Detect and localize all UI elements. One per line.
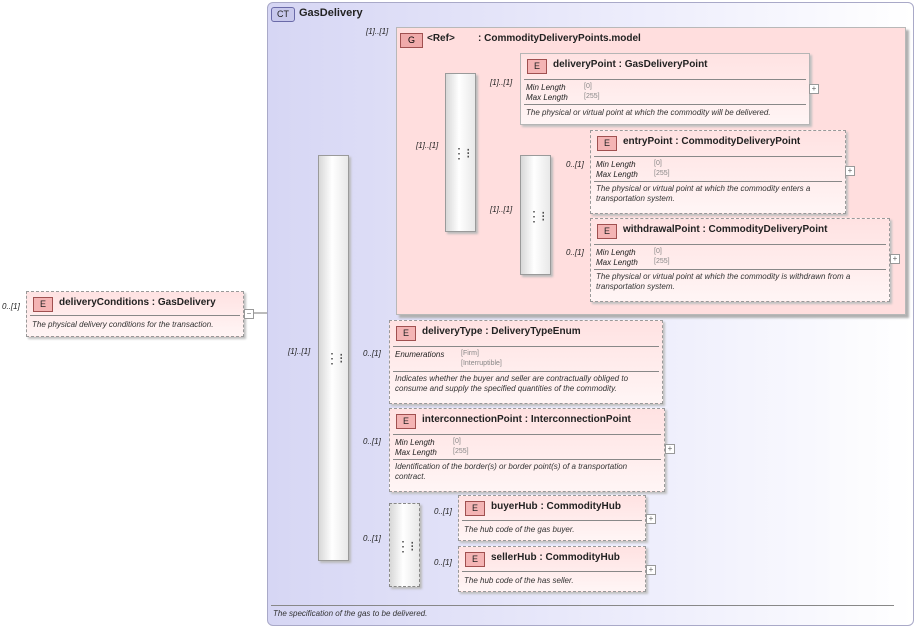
element-divider — [524, 104, 806, 105]
enumeration-value: [Interruptible] — [461, 360, 502, 367]
element-badge: E — [465, 552, 485, 567]
max-length-label: Max Length — [596, 170, 638, 179]
main-sequence-compositor[interactable] — [318, 155, 349, 561]
sequence-icon: ⋮⁝ — [527, 208, 546, 224]
hub-sequence-compositor[interactable] — [389, 503, 420, 587]
element-badge: E — [597, 224, 617, 239]
element-documentation: Indicates whether the buyer and seller a… — [395, 374, 629, 393]
max-length-value: [255] — [654, 258, 670, 265]
sequence-icon: ⋮⁝ — [396, 538, 415, 554]
element-badge: E — [597, 136, 617, 151]
element-documentation: The hub code of the gas buyer. — [464, 525, 575, 534]
element-divider — [462, 520, 642, 521]
interconnection-point-cardinality: 0..[1] — [363, 437, 381, 446]
element-divider — [594, 244, 886, 245]
max-length-label: Max Length — [395, 448, 437, 457]
element-documentation: The hub code of the has seller. — [464, 576, 574, 585]
element-badge: E — [396, 414, 416, 429]
inner-sequence-compositor[interactable] — [520, 155, 551, 275]
withdrawal-point-expand-toggle[interactable]: + — [890, 254, 900, 264]
element-name: entryPoint : CommodityDeliveryPoint — [623, 136, 801, 147]
entry-point-expand-toggle[interactable]: + — [845, 166, 855, 176]
element-documentation: The physical delivery conditions for the… — [32, 320, 214, 329]
complex-type-divider — [271, 605, 894, 606]
complex-type-name[interactable]: GasDelivery — [299, 7, 363, 19]
sequence-icon: ⋮⁝ — [325, 350, 344, 366]
root-collapse-toggle[interactable]: − — [244, 309, 254, 319]
seller-hub-expand-toggle[interactable]: + — [646, 565, 656, 575]
max-length-label: Max Length — [596, 258, 638, 267]
element-name: interconnectionPoint : InterconnectionPo… — [422, 414, 631, 425]
max-length-value: [255] — [584, 93, 600, 100]
root-element-delivery-conditions[interactable]: E deliveryConditions : GasDelivery The p… — [26, 291, 244, 337]
root-cardinality: 0..[1] — [2, 302, 20, 311]
complex-type-badge: CT — [271, 7, 295, 22]
element-name: deliveryPoint : GasDeliveryPoint — [553, 59, 708, 70]
element-divider — [462, 571, 642, 572]
element-name: deliveryType : DeliveryTypeEnum — [422, 326, 581, 337]
hub-sequence-cardinality: 0..[1] — [363, 534, 381, 543]
buyer-hub-cardinality: 0..[1] — [434, 507, 452, 516]
max-length-value: [255] — [453, 448, 469, 455]
element-badge: E — [465, 501, 485, 516]
min-length-value: [0] — [584, 83, 592, 90]
element-name: withdrawalPoint : CommodityDeliveryPoint — [623, 224, 828, 235]
element-interconnection-point[interactable]: E interconnectionPoint : Interconnection… — [389, 408, 665, 492]
delivery-point-cardinality: [1]..[1] — [490, 78, 513, 87]
element-name: buyerHub : CommodityHub — [491, 501, 621, 512]
element-divider — [594, 181, 842, 182]
element-delivery-type[interactable]: E deliveryType : DeliveryTypeEnum Enumer… — [389, 320, 663, 404]
element-withdrawal-point[interactable]: E withdrawalPoint : CommodityDeliveryPoi… — [590, 218, 890, 302]
min-length-value: [0] — [453, 438, 461, 445]
sequence-icon: ⋮⁝ — [452, 145, 471, 161]
element-divider — [393, 371, 659, 372]
max-length-value: [255] — [654, 170, 670, 177]
element-documentation: The physical or virtual point at which t… — [596, 272, 851, 291]
element-divider — [393, 346, 659, 347]
element-buyer-hub[interactable]: E buyerHub : CommodityHub The hub code o… — [458, 495, 646, 541]
min-length-value: [0] — [654, 248, 662, 255]
inner-sequence-cardinality: [1]..[1] — [490, 205, 513, 214]
group-sequence-cardinality: [1]..[1] — [416, 141, 439, 150]
element-documentation: The physical or virtual point at which t… — [596, 184, 811, 203]
element-divider — [393, 434, 661, 435]
element-name: sellerHub : CommodityHub — [491, 552, 620, 563]
interconnection-point-expand-toggle[interactable]: + — [665, 444, 675, 454]
min-length-label: Min Length — [395, 438, 435, 447]
buyer-hub-expand-toggle[interactable]: + — [646, 514, 656, 524]
element-seller-hub[interactable]: E sellerHub : CommodityHub The hub code … — [458, 546, 646, 592]
seller-hub-cardinality: 0..[1] — [434, 558, 452, 567]
group-sequence-compositor[interactable] — [445, 73, 476, 232]
delivery-type-cardinality: 0..[1] — [363, 349, 381, 358]
element-documentation: The physical or virtual point at which t… — [526, 108, 771, 117]
min-length-label: Min Length — [526, 83, 566, 92]
group-badge: G — [400, 33, 423, 48]
group-name: <Ref> — [427, 33, 455, 44]
element-delivery-point[interactable]: E deliveryPoint : GasDeliveryPoint Min L… — [520, 53, 810, 125]
element-documentation: Identification of the border(s) or borde… — [395, 462, 628, 481]
entry-point-cardinality: 0..[1] — [566, 160, 584, 169]
group-type: : CommodityDeliveryPoints.model — [478, 33, 641, 44]
min-length-label: Min Length — [596, 160, 636, 169]
element-badge: E — [33, 297, 53, 312]
min-length-value: [0] — [654, 160, 662, 167]
element-entry-point[interactable]: E entryPoint : CommodityDeliveryPoint Mi… — [590, 130, 846, 214]
max-length-label: Max Length — [526, 93, 568, 102]
element-badge: E — [396, 326, 416, 341]
main-sequence-cardinality: [1]..[1] — [288, 347, 311, 356]
element-divider — [524, 79, 806, 80]
min-length-label: Min Length — [596, 248, 636, 257]
withdrawal-point-cardinality: 0..[1] — [566, 248, 584, 257]
group-cardinality: [1]..[1] — [366, 27, 389, 36]
element-name: deliveryConditions : GasDelivery — [59, 297, 216, 308]
element-divider — [30, 315, 240, 316]
element-divider — [393, 459, 661, 460]
element-divider — [594, 156, 842, 157]
element-divider — [594, 269, 886, 270]
enumerations-label: Enumerations — [395, 350, 445, 359]
enumeration-value: [Firm] — [461, 350, 479, 357]
element-badge: E — [527, 59, 547, 74]
delivery-point-expand-toggle[interactable]: + — [809, 84, 819, 94]
complex-type-documentation: The specification of the gas to be deliv… — [273, 609, 428, 618]
